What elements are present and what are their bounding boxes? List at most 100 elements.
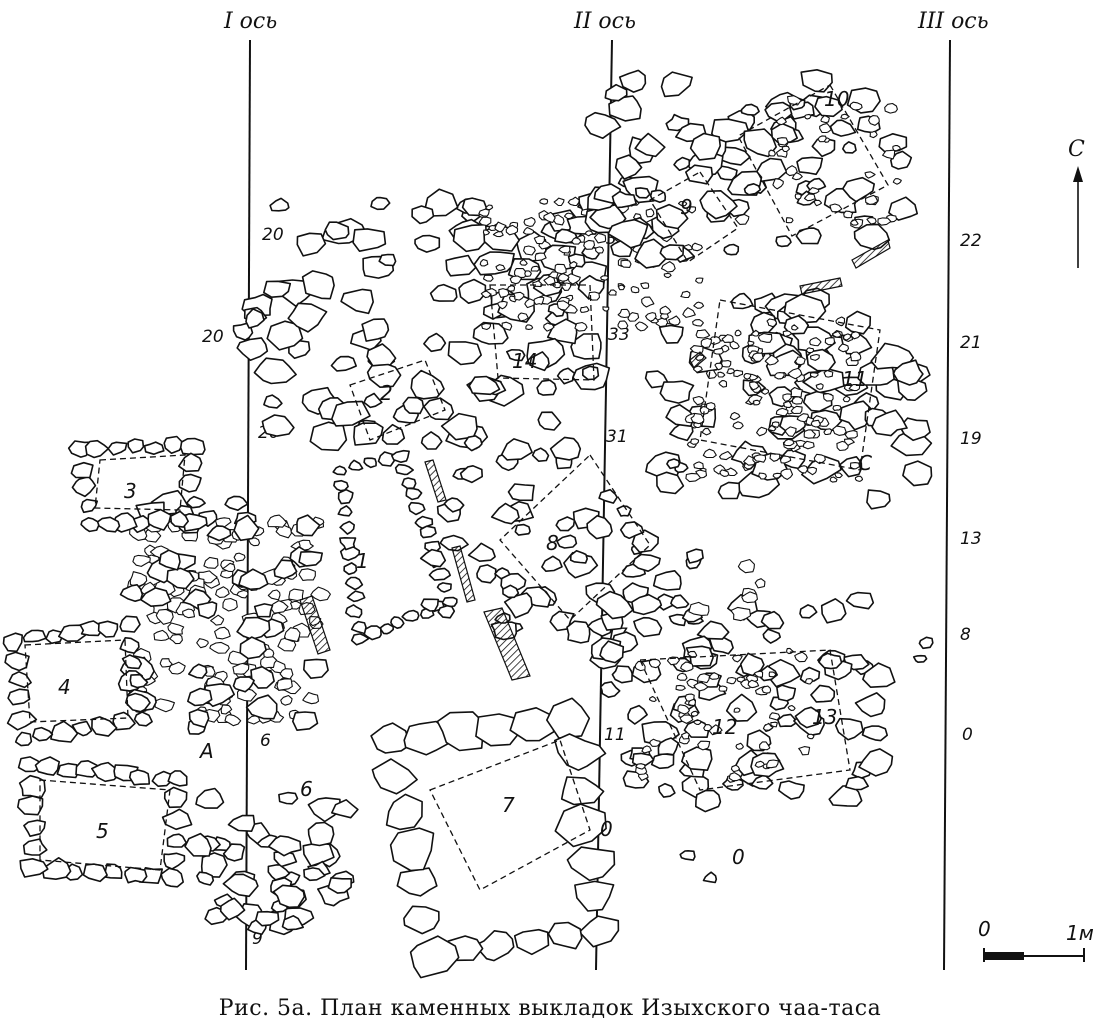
stone [795, 227, 822, 245]
stone [227, 814, 256, 833]
stone [80, 516, 100, 533]
stone [786, 95, 802, 106]
stone [868, 115, 880, 126]
stone [555, 516, 576, 532]
stone [169, 510, 189, 528]
stone [850, 331, 861, 340]
stone [740, 103, 760, 116]
stone [660, 71, 693, 98]
stone [8, 670, 32, 689]
stone [688, 601, 710, 616]
stone [803, 429, 816, 439]
stone [463, 435, 483, 452]
stone [713, 347, 724, 355]
stone [366, 363, 402, 389]
stone [705, 369, 718, 379]
feature-label-10: 10 [824, 87, 849, 111]
stone [611, 190, 638, 209]
axis-3-tick: 22 [960, 231, 982, 251]
feature-label-8: 8 [546, 531, 559, 555]
stone [751, 352, 764, 362]
stone [593, 232, 607, 244]
stone [841, 141, 857, 154]
stone [239, 636, 267, 660]
stone [832, 425, 847, 436]
stone [697, 673, 711, 684]
stone [182, 608, 196, 619]
stone [119, 636, 140, 654]
stone [524, 270, 532, 277]
stone [509, 706, 555, 742]
stone [766, 318, 777, 328]
stone [753, 454, 767, 463]
stone [645, 312, 657, 322]
stone [248, 537, 261, 547]
stone [566, 846, 616, 882]
stone [287, 302, 328, 333]
stone [657, 782, 676, 798]
stone [680, 746, 713, 772]
stone [633, 616, 663, 638]
stone [553, 197, 565, 207]
stone [459, 464, 484, 484]
stone [690, 710, 699, 717]
stone [634, 321, 649, 332]
stone [302, 691, 320, 705]
stone [539, 198, 549, 205]
stone [794, 706, 822, 729]
stone [649, 189, 667, 204]
stone [708, 724, 723, 736]
stone [728, 772, 742, 782]
axis-1-tick: 9 [252, 929, 263, 949]
stone [866, 489, 891, 510]
stone [121, 654, 143, 670]
stone [720, 359, 732, 368]
stone [420, 431, 443, 450]
stone [419, 548, 447, 568]
stone [794, 356, 806, 366]
stone [505, 348, 526, 362]
stone [56, 762, 80, 779]
stone [566, 620, 591, 644]
stone [302, 658, 329, 680]
stone [187, 687, 213, 707]
stone [381, 423, 406, 445]
stone [490, 502, 520, 525]
stone [583, 239, 596, 250]
stone [498, 288, 510, 298]
stone [845, 591, 875, 610]
stone [129, 571, 148, 588]
stone [663, 272, 672, 279]
stone [238, 568, 269, 591]
stone [525, 324, 534, 330]
stone [553, 733, 607, 772]
stone [482, 274, 494, 282]
label-o1: 0 [600, 817, 613, 841]
stone [429, 283, 458, 302]
stone [441, 596, 458, 608]
stone [644, 370, 669, 389]
stone [500, 438, 533, 461]
stone [680, 290, 691, 299]
stone [269, 197, 290, 212]
stone [541, 555, 563, 573]
stone [197, 601, 218, 620]
stone [799, 604, 818, 619]
stone [411, 205, 435, 225]
stone [679, 714, 694, 724]
stone [57, 624, 86, 643]
stone [775, 116, 787, 126]
stone [129, 673, 149, 689]
stone [549, 436, 582, 461]
stone [767, 424, 777, 432]
stone [598, 488, 618, 504]
stone [343, 562, 358, 576]
stone [19, 857, 49, 878]
stone [918, 636, 934, 650]
axis-3-tick: 8 [960, 625, 971, 645]
stone [401, 609, 420, 622]
stone [819, 123, 832, 134]
stone [370, 196, 391, 211]
stone [344, 576, 364, 591]
stone [536, 379, 557, 396]
